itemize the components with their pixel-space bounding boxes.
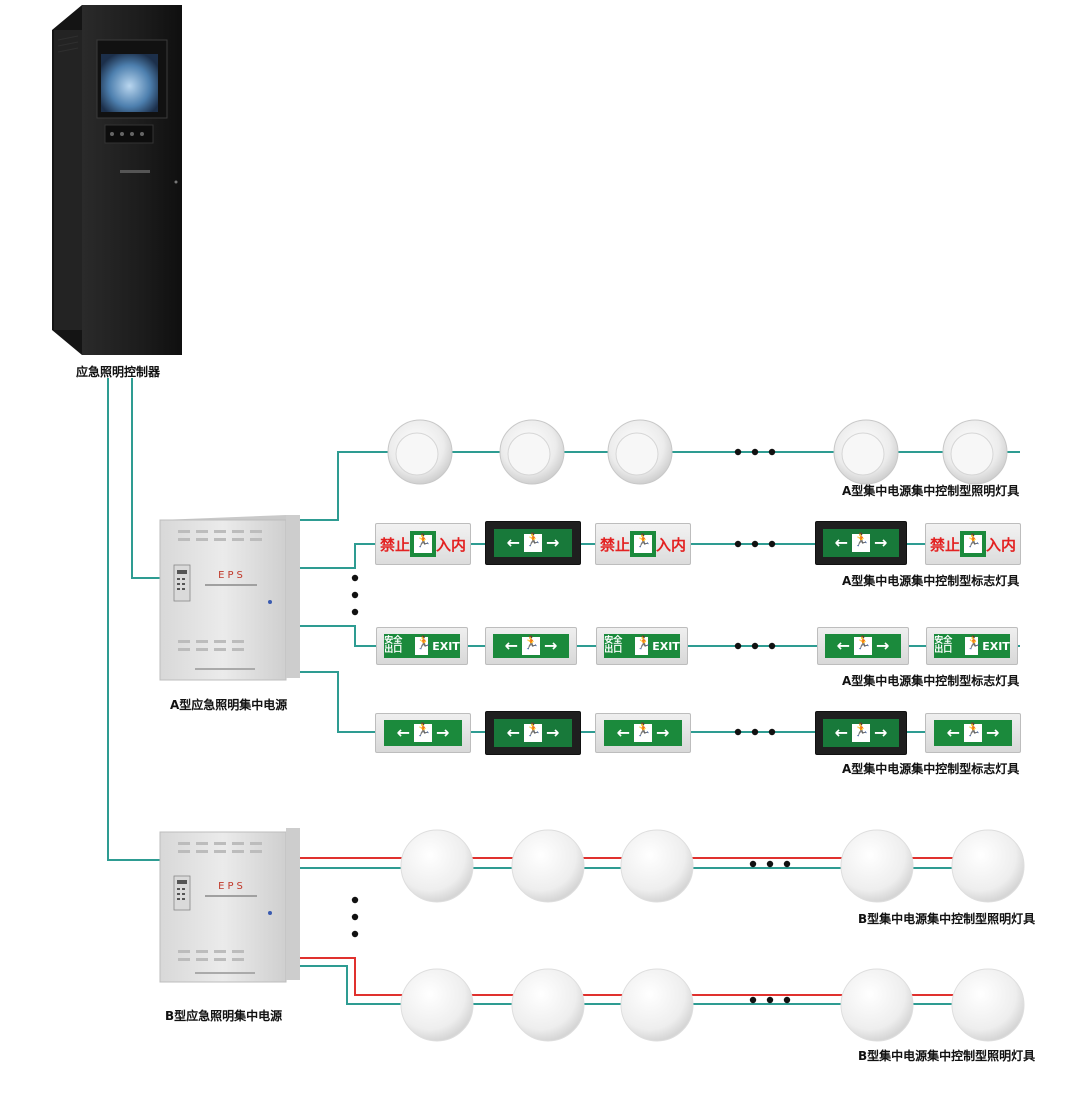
running-man-icon (964, 723, 982, 742)
running-man-icon (960, 531, 986, 557)
globe-light (951, 829, 1025, 903)
row3-label: A型集中电源集中控制型标志灯具 (842, 674, 1020, 688)
eps-box-a: EPS (159, 515, 300, 681)
controller-cabinet (52, 5, 182, 355)
arrow-right-icon: → (986, 723, 1000, 742)
ceiling-light (833, 419, 899, 485)
bidirectional-sign: ←→ (815, 521, 907, 565)
globe-light (511, 829, 585, 903)
running-man-icon (414, 636, 431, 655)
ellipsis-dots (351, 448, 791, 1004)
arrow-left-icon: ← (504, 636, 518, 655)
arrow-left-icon: ← (396, 723, 410, 742)
globe-light (620, 829, 694, 903)
running-man-icon (634, 636, 651, 655)
globe-light (511, 968, 585, 1042)
no-entry-left-text: 禁止 (379, 535, 410, 554)
no-entry-sign: 禁止 入内 (375, 523, 471, 565)
row-ceiling-lights (387, 419, 1008, 485)
globe-light (400, 829, 474, 903)
row2-label: A型集中电源集中控制型标志灯具 (842, 574, 1020, 588)
row6-label: B型集中电源集中控制型照明灯具 (858, 1049, 1036, 1063)
ceiling-light (607, 419, 673, 485)
safe-exit-text: 安全出口 (934, 636, 953, 655)
safe-exit-sign: 安全出口 EXIT (926, 627, 1018, 665)
running-man-icon (524, 723, 542, 742)
globe-light (400, 968, 474, 1042)
globe-light (951, 968, 1025, 1042)
row-globe-lights-2 (400, 968, 1025, 1042)
running-man-icon (630, 531, 656, 557)
running-man-icon (414, 723, 432, 742)
running-man-icon (852, 723, 870, 742)
running-man-icon (522, 636, 540, 655)
exit-text: EXIT (432, 639, 460, 653)
bidirectional-sign: ←→ (595, 713, 691, 753)
no-entry-right-text: 入内 (436, 535, 467, 554)
safe-exit-sign: 安全出口 EXIT (596, 627, 688, 665)
running-man-icon (854, 636, 872, 655)
row1-label: A型集中电源集中控制型照明灯具 (842, 484, 1020, 498)
running-man-icon (852, 533, 870, 552)
arrow-left-icon: ← (506, 533, 520, 552)
row5-label: B型集中电源集中控制型照明灯具 (858, 912, 1036, 926)
bidirectional-sign: ←→ (925, 713, 1021, 753)
distance-sign: ←→ (817, 627, 909, 665)
supply-a-label: A型应急照明集中电源 (170, 698, 288, 712)
supply-b-label: B型应急照明集中电源 (165, 1009, 283, 1023)
no-entry-left-text: 禁止 (599, 535, 630, 554)
arrow-left-icon: ← (834, 533, 848, 552)
arrow-right-icon: → (876, 636, 890, 655)
running-man-icon (964, 636, 981, 655)
globe-light (840, 829, 914, 903)
ceiling-light (387, 419, 453, 485)
ceiling-light (942, 419, 1008, 485)
controller-wires (107, 378, 160, 861)
arrow-right-icon: → (656, 723, 670, 742)
arrow-right-icon: → (544, 636, 558, 655)
arrow-left-icon: ← (836, 636, 850, 655)
arrow-right-icon: → (436, 723, 450, 742)
bidirectional-sign: ←→ (485, 521, 581, 565)
distance-sign: ←→ (485, 627, 577, 665)
no-entry-sign: 禁止 入内 (595, 523, 691, 565)
arrow-left-icon: ← (946, 723, 960, 742)
arrow-left-icon: ← (506, 723, 520, 742)
row-globe-lights-1 (400, 829, 1025, 903)
no-entry-right-text: 入内 (986, 535, 1017, 554)
bidirectional-sign: ←→ (485, 711, 581, 755)
eps-logo-b: EPS (218, 881, 246, 892)
safe-exit-text: 安全出口 (604, 636, 623, 655)
safe-exit-text: 安全出口 (384, 636, 403, 655)
arrow-left-icon: ← (834, 723, 848, 742)
globe-light (620, 968, 694, 1042)
exit-text: EXIT (652, 639, 680, 653)
arrow-right-icon: → (546, 723, 560, 742)
row4-label: A型集中电源集中控制型标志灯具 (842, 762, 1020, 776)
no-entry-sign: 禁止 入内 (925, 523, 1021, 565)
running-man-icon (524, 533, 542, 552)
arrow-right-icon: → (874, 723, 888, 742)
running-man-icon (634, 723, 652, 742)
bidirectional-sign: ←→ (375, 713, 471, 753)
no-entry-right-text: 入内 (656, 535, 687, 554)
arrow-right-icon: → (546, 533, 560, 552)
eps-logo-a: EPS (218, 570, 246, 581)
controller-label: 应急照明控制器 (76, 365, 161, 379)
bidirectional-sign: ←→ (815, 711, 907, 755)
eps-box-b: EPS (159, 828, 300, 983)
arrow-left-icon: ← (616, 723, 630, 742)
running-man-icon (410, 531, 436, 557)
exit-text: EXIT (982, 639, 1010, 653)
ceiling-light (499, 419, 565, 485)
no-entry-left-text: 禁止 (929, 535, 960, 554)
globe-light (840, 968, 914, 1042)
arrow-right-icon: → (874, 533, 888, 552)
safe-exit-sign: 安全出口 EXIT (376, 627, 468, 665)
